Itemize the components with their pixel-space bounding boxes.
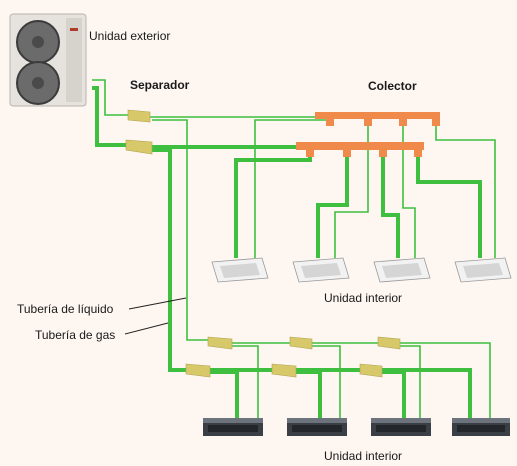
outdoor-unit-label: Unidad exterior (89, 29, 170, 43)
separator-bottom-2-gas (271, 363, 297, 378)
collector-label: Colector (368, 79, 417, 93)
cassette-unit-1 (211, 257, 269, 283)
separators (125, 109, 401, 378)
collector-bottom (296, 142, 424, 157)
duct-unit-2 (287, 418, 347, 436)
leader-lines (124, 297, 187, 335)
separator-bottom-1-liquid (207, 336, 233, 350)
duct-unit-4 (452, 418, 510, 436)
collector-top (315, 112, 440, 126)
separator-bottom-3-gas (359, 363, 383, 378)
cassette-unit-4 (454, 257, 512, 283)
separator-bottom-3-liquid (377, 336, 401, 350)
duct-unit-3 (371, 418, 431, 436)
liquid-pipes (92, 79, 496, 420)
cassette-unit-3 (373, 257, 431, 283)
separator-top-gas (125, 139, 153, 155)
cassette-unit-2 (292, 257, 350, 283)
separator-top-liquid (127, 109, 151, 123)
separator-bottom-1-gas (185, 363, 211, 378)
gas-pipe-label: Tubería de gas (35, 328, 115, 342)
duct-unit-1 (203, 418, 263, 436)
indoor-unit-bottom-label: Unidad interior (324, 449, 402, 463)
indoor-units-cassette (211, 257, 512, 283)
liquid-pipe-label: Tubería de líquido (17, 302, 114, 316)
indoor-units-duct (203, 418, 510, 436)
separator-label: Separador (130, 78, 190, 92)
outdoor-unit (9, 13, 87, 107)
indoor-unit-top-label: Unidad interior (324, 291, 402, 305)
separator-bottom-2-liquid (289, 336, 313, 350)
gas-pipes (92, 86, 482, 420)
